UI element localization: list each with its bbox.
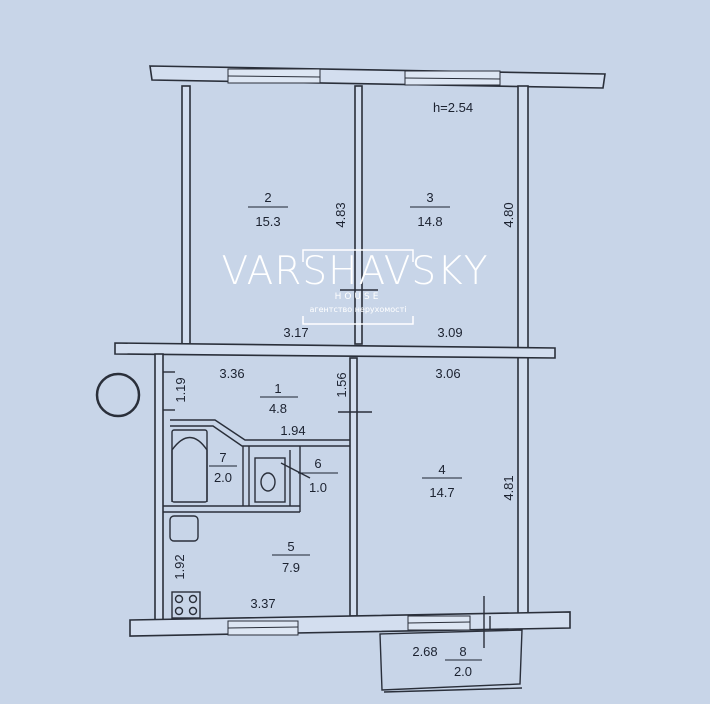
sink (169, 515, 199, 542)
partition-4 (349, 357, 358, 617)
circle-symbol (95, 372, 141, 418)
dim-3-09: 3.09 (437, 325, 462, 340)
ceiling-height: h=2.54 (433, 100, 473, 115)
left-wall-upper (181, 85, 191, 345)
svg-text:HOUSE: HOUSE (335, 292, 382, 302)
dim-1-94: 1.94 (280, 423, 305, 438)
svg-text:6: 6 (314, 456, 321, 471)
svg-text:2: 2 (264, 190, 271, 205)
svg-text:2.0: 2.0 (454, 664, 472, 679)
dim-3-37: 3.37 (250, 596, 275, 611)
window-bottom-left (227, 620, 299, 636)
dim-1-19: 1.19 (173, 377, 188, 402)
dim-2-68: 2.68 (412, 644, 437, 659)
window-top-left (227, 68, 321, 84)
watermark-logo: VARSHAVSKY HOUSE агентство нерухомості (221, 249, 488, 325)
svg-text:4: 4 (438, 462, 445, 477)
dim-4-83: 4.83 (333, 202, 348, 227)
dim-3-17: 3.17 (283, 325, 308, 340)
left-wall-lower (154, 353, 164, 621)
svg-text:агентство нерухомості: агентство нерухомості (310, 305, 407, 314)
room-4-label: 4 14.7 (422, 462, 462, 500)
svg-text:14.8: 14.8 (417, 214, 442, 229)
svg-text:1.0: 1.0 (309, 480, 327, 495)
middle-wall (114, 342, 556, 359)
room-5-label: 5 7.9 (272, 539, 310, 575)
svg-text:5: 5 (287, 539, 294, 554)
room-3-label: 3 14.8 (410, 190, 450, 229)
partition-2-3 (354, 85, 363, 345)
dim-4-80: 4.80 (501, 202, 516, 227)
window-bottom-right (407, 615, 471, 631)
svg-text:14.7: 14.7 (429, 485, 454, 500)
svg-text:4.8: 4.8 (269, 401, 287, 416)
room-8-label: 8 2.0 (445, 644, 482, 679)
dim-3-36: 3.36 (219, 366, 244, 381)
svg-text:8: 8 (459, 644, 466, 659)
window-top-right (404, 70, 501, 86)
svg-text:7: 7 (219, 450, 226, 465)
dim-4-81: 4.81 (501, 475, 516, 500)
svg-text:3: 3 (426, 190, 433, 205)
dim-1-56: 1.56 (334, 372, 349, 397)
dim-1-92: 1.92 (172, 554, 187, 579)
room-6-label: 6 1.0 (298, 456, 338, 495)
dim-3-06: 3.06 (435, 366, 460, 381)
stove-icon (171, 591, 201, 619)
room-1-label: 1 4.8 (260, 381, 298, 416)
balcony (379, 629, 523, 691)
room-2-label: 2 15.3 (248, 190, 288, 229)
svg-text:VARSHAVSKY: VARSHAVSKY (221, 249, 488, 294)
svg-text:1: 1 (274, 381, 281, 396)
svg-text:2.0: 2.0 (214, 470, 232, 485)
svg-text:7.9: 7.9 (282, 560, 300, 575)
room-7-label: 7 2.0 (209, 450, 237, 485)
toilet-icon (260, 472, 276, 492)
svg-text:15.3: 15.3 (255, 214, 280, 229)
